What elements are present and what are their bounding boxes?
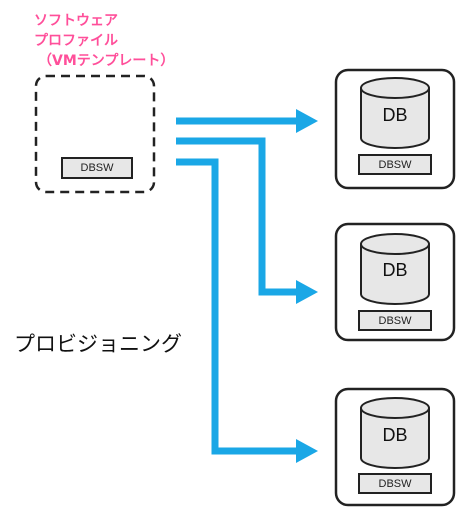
- server-3-dbsw-label: DBSW: [358, 473, 432, 494]
- db-label-1: DB: [382, 105, 408, 125]
- arrow-to-server-2: [176, 137, 298, 296]
- server-2-dbsw-label: DBSW: [358, 310, 432, 331]
- vm-template-box: [34, 74, 156, 194]
- arrowhead-2: [296, 280, 318, 304]
- profile-title-line-2: プロファイル: [34, 33, 118, 49]
- source-dbsw-label: DBSW: [61, 157, 133, 179]
- profile-title-line-1: ソフトウェア: [34, 13, 118, 29]
- arrowhead-1: [296, 109, 318, 133]
- arrow-to-server-3: [176, 158, 298, 455]
- db-label-2: DB: [382, 260, 408, 280]
- server-1-dbsw-label: DBSW: [358, 154, 432, 175]
- provisioning-label: プロビジョニング: [14, 332, 182, 356]
- db-label-3: DB: [382, 425, 408, 445]
- arrowhead-3: [296, 439, 318, 463]
- profile-title-line-3: （VMテンプレート）: [38, 53, 175, 69]
